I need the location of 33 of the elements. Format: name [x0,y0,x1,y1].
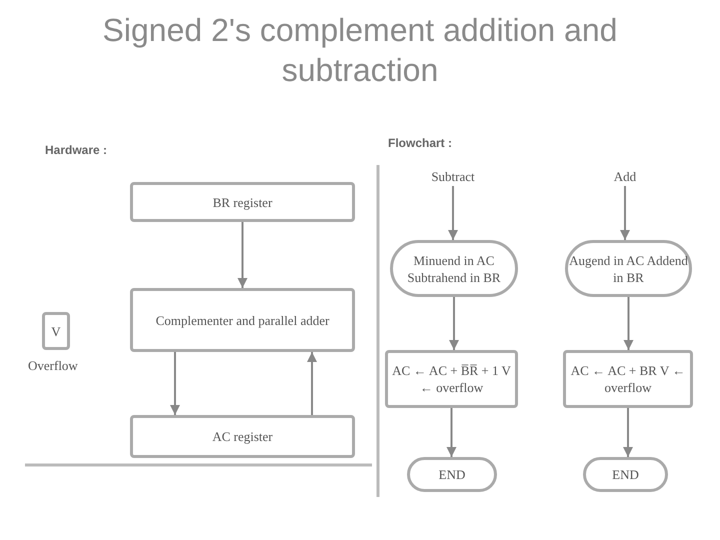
arrow [449,297,459,350]
arrow [620,186,630,240]
arrow [170,352,180,415]
arrow [624,297,634,350]
title: Signed 2's complement addition and subtraction [102,11,618,90]
process-box [563,350,693,408]
section-heading: Hardware : [45,143,108,157]
arrow [446,408,456,457]
node-text: END [438,466,466,483]
adder-box [130,288,355,352]
terminal-box [583,457,668,492]
process-box [385,350,518,408]
caption-text: Overflow [28,358,78,374]
section-heading: Flowchart : [388,136,452,150]
arrow [238,222,248,288]
node-text: Augend in AC Addend in BR [568,252,689,286]
terminal-box [407,457,497,492]
arrow [307,352,317,415]
arrow [448,186,458,240]
flag-box [42,312,70,350]
node-text: AC ← AC + B̅R̅ + 1 V ← overflow [391,362,512,396]
node-text: END [612,466,639,483]
node-text: AC ← AC + BR V ← overflow [570,362,686,396]
node-text: Complementer and parallel adder [156,312,330,328]
node-text: BR register [212,194,272,210]
register-box [130,415,355,458]
node-text: AC register [212,428,273,445]
node-text: V [51,322,61,340]
arrow [623,408,633,457]
start-text: Subtract [431,168,475,184]
register-box [130,182,355,222]
node-text: Minuend in AC Subtrahend in BR [406,252,502,286]
start-text: Add [614,168,636,184]
